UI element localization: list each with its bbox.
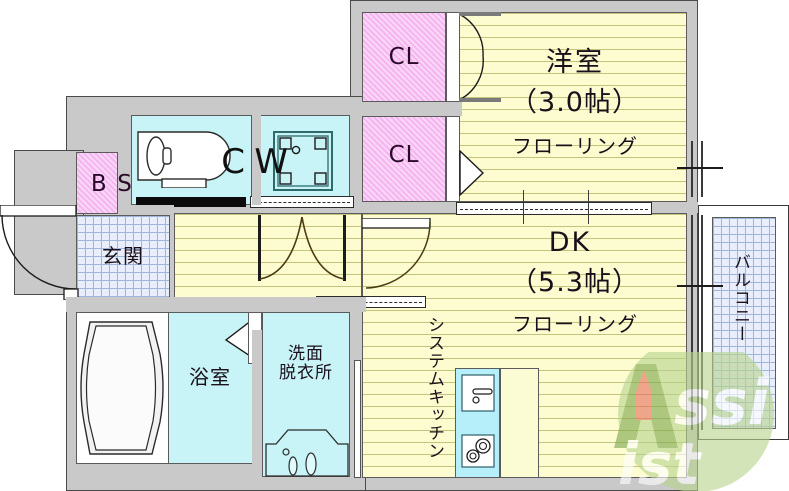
dk-door[interactable] (362, 218, 434, 290)
toilet-fixture (137, 131, 231, 188)
closet-bottom (362, 116, 446, 202)
kitchen-sink (461, 374, 495, 412)
dk-size: （5.3帖） (510, 267, 640, 298)
sliding-track-mark-1 (523, 190, 524, 224)
sliding-track-mark-2 (588, 190, 589, 224)
threshold-wc (136, 197, 246, 207)
closet-top-label: CL (388, 44, 420, 70)
vanity-sink (265, 429, 349, 477)
yokushitsu-label: 浴室 (189, 365, 231, 389)
dk-flooring: フローリング (512, 312, 638, 336)
shoe-box (76, 152, 118, 214)
yoshitsu-flooring: フローリング (512, 134, 638, 158)
dk-name: DK (548, 227, 592, 258)
outer-wall-sb-notch (14, 150, 84, 295)
closet-top-door[interactable] (459, 12, 501, 102)
balcony-label: バルコニー (730, 253, 751, 343)
closet-top-door-panel (446, 12, 460, 102)
wall-strip-corridor-bottom (66, 297, 366, 312)
yoshitsu-size: （3.0帖） (510, 87, 640, 118)
hallway-double-door[interactable] (258, 215, 346, 283)
wall-strip-vertical-bath (252, 330, 262, 464)
kitchen-counter (500, 368, 539, 478)
senmen-label: 洗面 脱衣所 (279, 344, 333, 384)
wall-strip-wc-bottom (118, 205, 174, 215)
yoshitsu-dk-sliding[interactable] (456, 202, 652, 215)
window-yoshitsu-east (677, 141, 723, 197)
wc-label: W C (213, 142, 292, 182)
closet-top (362, 12, 446, 102)
closet-bottom-door[interactable] (459, 150, 485, 196)
wall-strip-senmen-right (354, 360, 361, 478)
wall-strip-closet-mid (350, 102, 462, 116)
closet-bottom-door-panel (446, 116, 460, 202)
closet-bottom-label: CL (388, 142, 420, 168)
balcony-sliding[interactable] (677, 215, 723, 430)
genkan-label: 玄関 (102, 244, 144, 268)
room-genkan (76, 215, 170, 305)
bathtub-fixture (80, 321, 164, 455)
two-burner-stove (461, 434, 495, 468)
shoe-box-label: S B (85, 171, 138, 197)
system-kitchen-label: システムキッチン (424, 316, 445, 460)
wall-strip-bath-bottom (70, 464, 260, 476)
threshold-wc-dashed (250, 196, 354, 208)
washing-machine-pan (273, 131, 333, 191)
wall-strip-wc-divider (252, 115, 261, 205)
entrance-door[interactable] (0, 205, 80, 300)
yoshitsu-name: 洋室 (546, 47, 604, 78)
